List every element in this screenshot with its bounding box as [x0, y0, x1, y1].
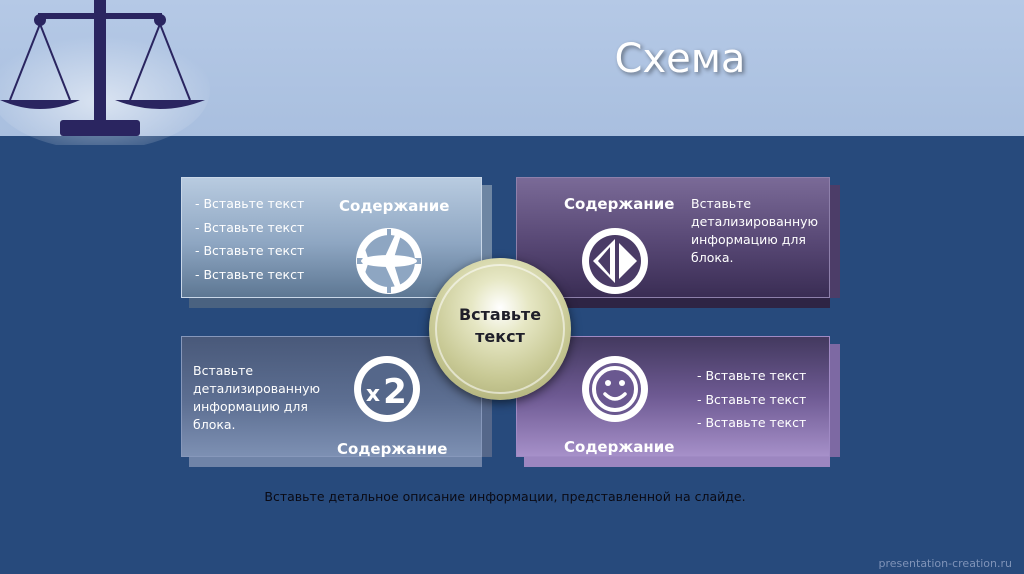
content-block-top-left: - Вставьте текст - Вставьте текст - Вста… [181, 177, 492, 308]
double-arrow-icon [582, 228, 648, 294]
block-face [181, 336, 482, 457]
list-item: - Вставьте текст [195, 243, 305, 258]
block-heading: Содержание [564, 438, 675, 456]
block-heading: Содержание [564, 195, 675, 213]
block-bottom [524, 457, 830, 467]
x2-icon: x 2 [354, 356, 420, 422]
block-face [516, 336, 830, 457]
airplane-icon [356, 228, 422, 294]
block-side [830, 185, 840, 298]
paragraph-line: детализированную [691, 214, 819, 229]
block-heading: Содержание [337, 440, 448, 458]
smiley-icon [582, 356, 648, 422]
block-face [181, 177, 482, 298]
content-block-top-right: Содержание Вставьте детализированную инф… [516, 177, 840, 308]
block-side [830, 344, 840, 457]
paragraph-line: информацию для [193, 399, 308, 414]
block-side [482, 344, 492, 457]
content-block-bottom-left: Вставьте детализированную информацию для… [181, 336, 492, 467]
block-bottom [189, 457, 482, 467]
paragraph-line: информацию для [691, 232, 806, 247]
center-circle-ring [435, 264, 565, 394]
center-text-line: Вставьте [458, 305, 542, 324]
center-text: Вставьте текст [429, 304, 571, 348]
page-title: Схема [614, 36, 746, 82]
slide-description: Вставьте детальное описание информации, … [264, 489, 746, 504]
block-paragraph: Вставьте детализированную информацию для… [193, 362, 320, 434]
block-heading: Содержание [339, 197, 450, 215]
list-item: - Вставьте текст [195, 219, 305, 235]
paragraph-line: блока. [193, 417, 236, 432]
center-text-line: текст [475, 327, 525, 346]
list-item: - Вставьте текст [697, 368, 807, 383]
bullet-list: - Вставьте текст - Вставьте текст - Вста… [195, 192, 304, 286]
list-item: - Вставьте текст [697, 415, 807, 430]
x2-icon-x: x [366, 382, 380, 407]
paragraph-line: детализированную [193, 381, 321, 396]
block-face [516, 177, 830, 298]
list-item: - Вставьте текст [195, 196, 305, 211]
paragraph-line: Вставьте [691, 196, 752, 211]
bullet-list: - Вставьте текст - Вставьте текст - Вста… [697, 364, 806, 435]
block-bottom [189, 298, 482, 308]
content-block-bottom-right: - Вставьте текст - Вставьте текст - Вста… [516, 336, 840, 467]
paragraph-line: Вставьте [193, 363, 254, 378]
scales-logo-icon [0, 0, 210, 145]
list-item: - Вставьте текст [697, 391, 807, 407]
paragraph-line: блока. [691, 250, 734, 265]
x2-icon-number: 2 [383, 372, 407, 412]
list-item: - Вставьте текст [195, 266, 305, 282]
center-circle: Вставьте текст [429, 258, 571, 400]
block-bottom [524, 298, 830, 308]
block-side [482, 185, 492, 298]
footer-watermark: presentation-creation.ru [878, 557, 1013, 570]
block-paragraph: Вставьте детализированную информацию для… [691, 195, 818, 267]
